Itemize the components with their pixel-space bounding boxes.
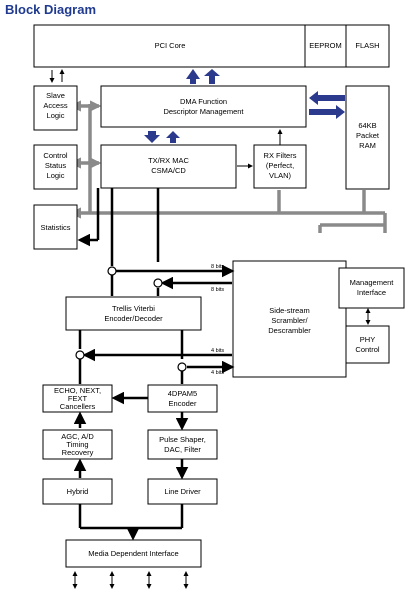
mdi-block — [65, 539, 202, 568]
data-paths — [73, 188, 235, 541]
junction-tx-4bit — [177, 362, 187, 372]
dpam5-block — [147, 384, 218, 413]
echo-label-1: ECHO, NEXT, — [54, 386, 101, 395]
dma-label-1: DMA Function — [180, 97, 227, 106]
arrow-ram-to-dma — [309, 91, 345, 105]
flash-label: FLASH — [355, 41, 379, 50]
slave-access-label-1: Slave — [46, 91, 65, 100]
eeprom-label: EEPROM — [309, 41, 342, 50]
agc-label-1: AGC, A/D — [61, 432, 94, 441]
control-status-block — [33, 144, 78, 190]
flash-block — [345, 24, 390, 68]
scrambler-label-3: Descrambler — [268, 326, 311, 335]
junction-tx-8bit — [107, 266, 117, 276]
page-title: Block Diagram — [5, 2, 97, 17]
echo-label-3: Cancellers — [60, 402, 96, 411]
management-interface-block — [338, 267, 405, 309]
bus-label-4bits-lower: 4 bits — [211, 370, 224, 376]
dpam5-label-2: Encoder — [169, 399, 197, 408]
statistics-label: Statistics — [40, 223, 70, 232]
rx-filters-label-1: RX Filters — [264, 151, 297, 160]
control-status-label-1: Control — [43, 151, 68, 160]
arrow-mac-up — [166, 131, 180, 143]
rx-filters-label-2: (Perfect, — [266, 161, 294, 170]
junction-rx-8bit — [153, 278, 163, 288]
mdi-pins — [72, 571, 189, 589]
arrow-pci-up-1 — [186, 69, 200, 84]
packet-ram-label-3: RAM — [359, 141, 376, 150]
mdi-label: Media Dependent Interface — [88, 549, 178, 558]
slave-access-block — [33, 85, 78, 131]
mac-label-2: CSMA/CD — [151, 166, 186, 175]
arrow-dma-down — [144, 131, 160, 143]
scrambler-label-2: Scrambler/ — [271, 316, 308, 325]
pulse-label-1: Pulse Shaper, — [159, 435, 206, 444]
line-driver-label: Line Driver — [164, 487, 201, 496]
bus-label-4bits-upper: 4 bits — [211, 348, 224, 354]
bus-label-8bits-upper: 8 bits — [211, 264, 224, 270]
mgmt-label-1: Management — [350, 278, 395, 287]
scrambler-label-1: Side-stream — [269, 306, 309, 315]
mgmt-label-2: Interface — [357, 288, 386, 297]
phy-control-label-2: Control — [355, 345, 380, 354]
gray-bus-network — [69, 100, 387, 233]
pulse-label-2: DAC, Filter — [164, 445, 201, 454]
control-status-label-2: Status — [45, 161, 67, 170]
bus-label-8bits-lower: 8 bits — [211, 287, 224, 293]
rx-filters-block — [253, 144, 307, 189]
rx-filters-label-3: VLAN) — [269, 171, 292, 180]
line-driver-block — [147, 478, 218, 505]
dma-label-2: Descriptor Management — [163, 107, 244, 116]
dma-block — [100, 85, 307, 128]
slave-access-label-3: Logic — [47, 111, 65, 120]
dpam5-label-1: 4DPAM5 — [168, 389, 197, 398]
phy-control-block — [345, 325, 390, 364]
arrow-dma-to-ram — [309, 105, 345, 119]
mac-label-1: TX/RX MAC — [148, 156, 189, 165]
trellis-label-1: Trellis Viterbi — [112, 304, 155, 313]
junction-rx-4bit — [75, 350, 85, 360]
slave-access-label-2: Access — [43, 101, 67, 110]
packet-ram-block — [345, 85, 390, 190]
trellis-block — [65, 296, 202, 331]
packet-ram-label-2: Packet — [356, 131, 380, 140]
agc-label-3: Recovery — [62, 448, 94, 457]
agc-label-2: Timing — [66, 440, 88, 449]
packet-ram-label-1: 64KB — [358, 121, 376, 130]
hybrid-block — [42, 478, 113, 505]
agc-block — [42, 429, 113, 460]
echo-block — [42, 384, 113, 413]
navy-arrows — [144, 69, 345, 143]
eeprom-block — [304, 24, 347, 68]
pci-core-label: PCI Core — [155, 41, 186, 50]
statistics-block — [33, 204, 78, 250]
phy-control-label-1: PHY — [360, 335, 375, 344]
arrow-pci-up-2 — [204, 69, 220, 84]
echo-label-2: FEXT — [68, 394, 88, 403]
hybrid-label: Hybrid — [67, 487, 89, 496]
mac-block — [100, 144, 237, 189]
control-status-label-3: Logic — [47, 171, 65, 180]
scrambler-block — [232, 260, 347, 378]
trellis-label-2: Encoder/Decoder — [104, 314, 163, 323]
